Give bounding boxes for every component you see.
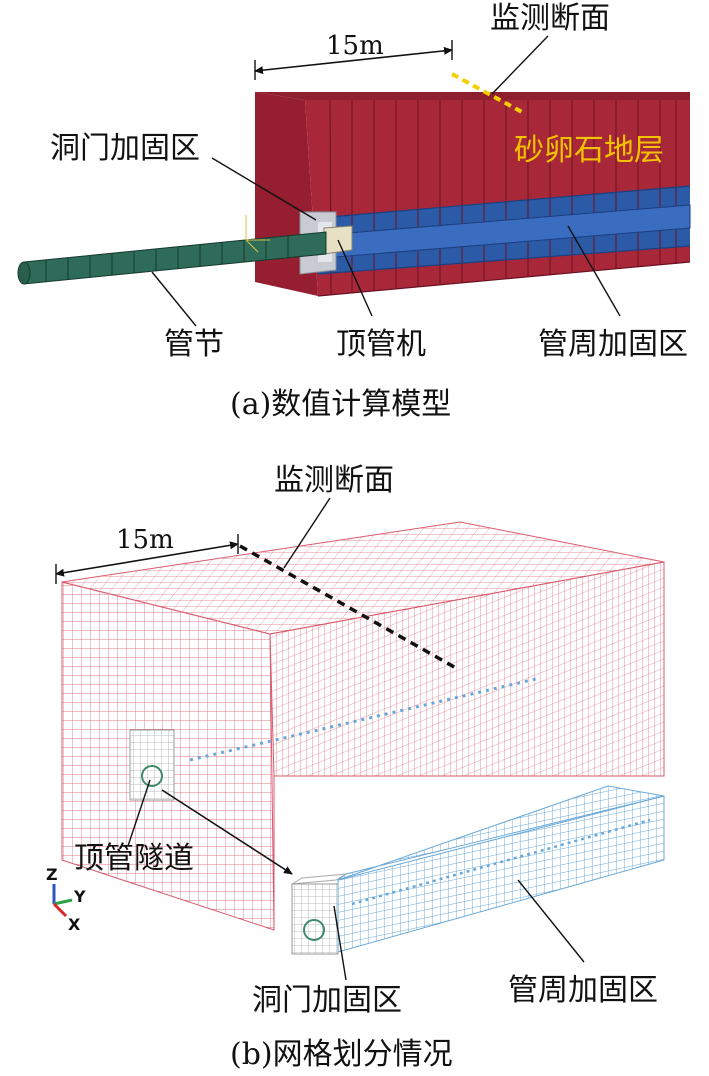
tunnel-extract-arrow: [161, 789, 293, 875]
axis-label-y: Y: [73, 887, 86, 906]
axis-label-z: Z: [46, 865, 58, 884]
mesh-inner-tunnel-ring: [303, 919, 325, 941]
callout-line-monitor-a: [491, 35, 549, 95]
callout-line-tunnel-b: [127, 779, 151, 847]
mesh-inner-trail: [351, 818, 651, 906]
label-portal-reinforce-b: 洞门加固区: [252, 983, 402, 1018]
soil-block-top: [255, 92, 690, 100]
callout-line-machine-a: [337, 239, 373, 317]
label-monitor-section-b: 监测断面: [274, 463, 394, 498]
label-pipe-reinforce-a: 管周加固区: [538, 327, 688, 362]
callout-line-monitor-b: [283, 497, 331, 569]
monitor-section-line-a: [451, 72, 523, 114]
axis-triad-a: [245, 215, 270, 253]
pipe-segment-rings: [45, 236, 289, 282]
label-pipe-reinforce-b: 管周加固区: [508, 973, 658, 1008]
label-monitor-section-a: 监测断面: [490, 1, 610, 36]
mesh-inner-portal: [291, 883, 339, 955]
label-portal-reinforce-a: 洞门加固区: [50, 131, 200, 166]
dimension-label-b: 15m: [116, 525, 174, 555]
label-jacking-machine: 顶管机: [336, 327, 426, 362]
dimension-arrow-a: [254, 46, 453, 75]
callout-line-portal-a: [211, 157, 317, 221]
mesh-tunnel-ring: [141, 765, 163, 787]
label-pipe-segment: 管节: [164, 327, 224, 362]
label-tunnel: 顶管隧道: [74, 841, 194, 876]
label-gravel-layer: 砂卵石地层: [514, 133, 664, 168]
callout-line-pipe-a: [151, 271, 197, 327]
dimension-arrow-b: [55, 541, 239, 577]
pipe-end-cap: [17, 261, 31, 285]
band-edge-top: [317, 185, 691, 219]
axis-label-x: X: [68, 915, 81, 934]
panel-b-mesh: 15m Z Y X 监测断面 顶管隧道 洞门加固区 管周加固区 (b)网格划分情…: [46, 463, 709, 1072]
band-edge-bottom: [317, 245, 691, 275]
caption-b: (b)网格划分情况: [230, 1037, 453, 1072]
soil-bottom-edge: [317, 261, 691, 297]
callout-line-portal-b: [333, 905, 347, 981]
callout-line-pipe-reinforce-a: [567, 225, 621, 317]
panel-a-model: 15m 监测断面 砂卵石地层 洞门加固区 管节 顶管机 管周加固区 (a)数值计…: [17, 1, 691, 422]
callout-line-pipe-reinforce-b: [517, 879, 585, 963]
axis-triad-b: [52, 884, 73, 918]
caption-a: (a)数值计算模型: [230, 387, 451, 422]
dimension-label-a: 15m: [326, 31, 384, 61]
